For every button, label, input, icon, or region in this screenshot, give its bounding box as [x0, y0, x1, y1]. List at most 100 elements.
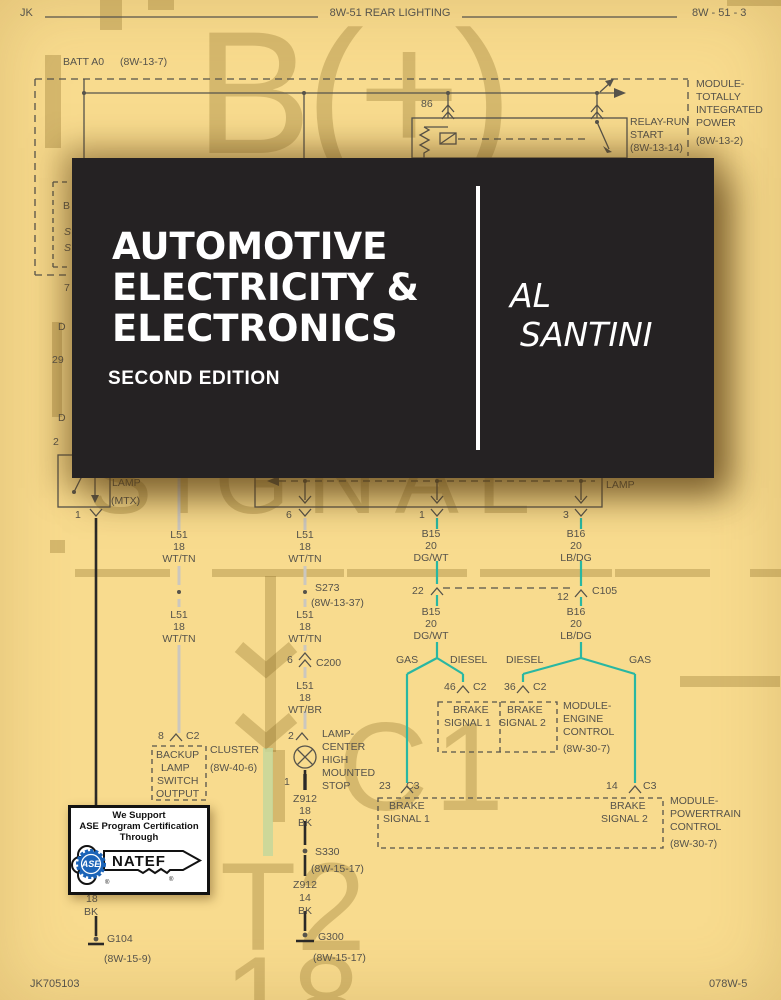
- diagram-label: CLUSTER: [210, 744, 260, 756]
- diagram-label: BRAKE: [453, 704, 489, 716]
- book-title: AUTOMOTIVE ELECTRICITY & ELECTRONICS: [112, 226, 419, 349]
- header-title: 8W-51 REAR LIGHTING: [329, 7, 451, 19]
- diagram-label: 3: [563, 509, 569, 521]
- diagram-label: LAMP: [606, 479, 635, 491]
- diagram-label: (8W-13-14): [630, 142, 683, 154]
- diagram-label: GAS: [396, 654, 419, 666]
- registered-mark-icon: ®: [169, 876, 174, 883]
- diagram-label: (8W-40-6): [210, 762, 258, 774]
- diagram-label: B16: [566, 606, 586, 618]
- diagram-label: C200: [316, 657, 342, 669]
- diagram-label: 20: [570, 540, 582, 552]
- header-page-number: 8W - 51 - 3: [692, 7, 747, 19]
- diagram-label: C2: [533, 681, 547, 693]
- diagram-label: L51: [170, 609, 188, 621]
- diagram-label: WT/BR: [288, 704, 322, 716]
- diagram-label: Z912: [293, 793, 317, 805]
- diagram-label: 29: [52, 354, 64, 366]
- diagram-label: BATT A0: [63, 56, 105, 68]
- diagram-label: DIESEL: [450, 654, 488, 666]
- diagram-label: 22: [412, 585, 424, 597]
- ase-gear-label: ASE: [81, 859, 102, 869]
- diagram-label: CENTER: [322, 741, 366, 753]
- natef-line3: Through: [119, 832, 159, 843]
- diagram-label: MODULE-: [670, 795, 719, 807]
- diagram-label: 20: [425, 540, 437, 552]
- diagram-label: START: [630, 129, 664, 141]
- diagram-label: 18: [173, 541, 185, 553]
- book-title-line1: AUTOMOTIVE: [112, 225, 388, 268]
- diagram-label: L51: [170, 529, 188, 541]
- diagram-label: BRAKE: [610, 800, 646, 812]
- diagram-label: 18: [86, 893, 98, 905]
- diagram-label: (8W-15-17): [313, 952, 366, 964]
- diagram-label: BK: [297, 817, 313, 829]
- diagram-label: 14: [606, 780, 618, 792]
- diagram-label: CONTROL: [670, 821, 722, 833]
- diagram-label: LB/DG: [560, 552, 592, 564]
- diagram-label: CONTROL: [563, 726, 615, 738]
- diagram-label: C3: [643, 780, 657, 792]
- diagram-label: (MTX): [111, 495, 141, 507]
- diagram-label: LAMP-: [322, 728, 355, 740]
- diagram-label: LB/DG: [560, 630, 592, 642]
- diagram-label: D: [58, 321, 66, 333]
- diagram-label: POWERTRAIN: [670, 808, 741, 820]
- diagram-label: (8W-15-17): [311, 863, 364, 875]
- diagram-label: Z912: [293, 879, 317, 891]
- book-title-line3: ELECTRONICS: [112, 307, 398, 350]
- natef-brand: NATEF: [112, 853, 166, 870]
- diagram-label: 6: [287, 654, 293, 666]
- diagram-label: BRAKE: [389, 800, 425, 812]
- diagram-label: 14: [299, 892, 311, 904]
- edition-label: SECOND EDITION: [108, 368, 281, 389]
- diagram-label: G300: [318, 931, 344, 943]
- diagram-label: 20: [570, 618, 582, 630]
- diagram-label: 8: [158, 730, 164, 742]
- diagram-label: BACKUP: [156, 749, 200, 761]
- diagram-label: (8W-13-2): [696, 135, 744, 147]
- diagram-label: TOTALLY: [696, 91, 741, 103]
- diagram-label: L51: [296, 609, 314, 621]
- diagram-label: WT/TN: [162, 553, 196, 565]
- diagram-label: WT/TN: [288, 553, 322, 565]
- diagram-label: STOP: [322, 780, 351, 792]
- diagram-label: C105: [592, 585, 618, 597]
- natef-key-logo: ASE NATEF ® ®: [71, 845, 203, 886]
- diagram-label: ENGINE: [563, 713, 604, 725]
- diagram-label: WT/TN: [162, 633, 196, 645]
- diagram-label: DIESEL: [506, 654, 544, 666]
- diagram-label: S330: [315, 846, 340, 858]
- diagram-label: DG/WT: [413, 552, 449, 564]
- diagram-label: MODULE-: [696, 78, 745, 90]
- diagram-label: 46: [444, 681, 456, 693]
- header-section-code: JK: [20, 7, 33, 19]
- diagram-label: B16: [566, 528, 586, 540]
- footer-page-code: 078W-5: [709, 978, 748, 990]
- diagram-label: GAS: [629, 654, 652, 666]
- title-panel: AUTOMOTIVE ELECTRICITY & ELECTRONICS SEC…: [72, 158, 714, 478]
- diagram-label: RELAY-RUN: [630, 116, 689, 128]
- diagram-label: 2: [288, 730, 294, 742]
- diagram-label: 1: [75, 509, 81, 521]
- diagram-label: (8W-30-7): [563, 743, 611, 755]
- diagram-label: 6: [286, 509, 292, 521]
- diagram-label: S: [64, 226, 72, 238]
- diagram-label: C3: [406, 780, 420, 792]
- diagram-label: 12: [557, 591, 569, 603]
- diagram-label: L51: [296, 680, 314, 692]
- title-divider: [476, 186, 480, 450]
- diagram-label: DG/WT: [413, 630, 449, 642]
- diagram-label: B15: [421, 606, 441, 618]
- diagram-label: SIGNAL 2: [601, 813, 648, 825]
- diagram-label: L51: [296, 529, 314, 541]
- diagram-label: (8W-30-7): [670, 838, 718, 850]
- diagram-label: SIGNAL 2: [499, 717, 546, 729]
- diagram-label: B: [63, 200, 71, 212]
- author-name: AL SANTINI: [510, 276, 653, 354]
- natef-badge: We Support ASE Program Certification Thr…: [68, 805, 210, 895]
- diagram-label: S273: [315, 582, 340, 594]
- diagram-label: BK: [84, 906, 99, 918]
